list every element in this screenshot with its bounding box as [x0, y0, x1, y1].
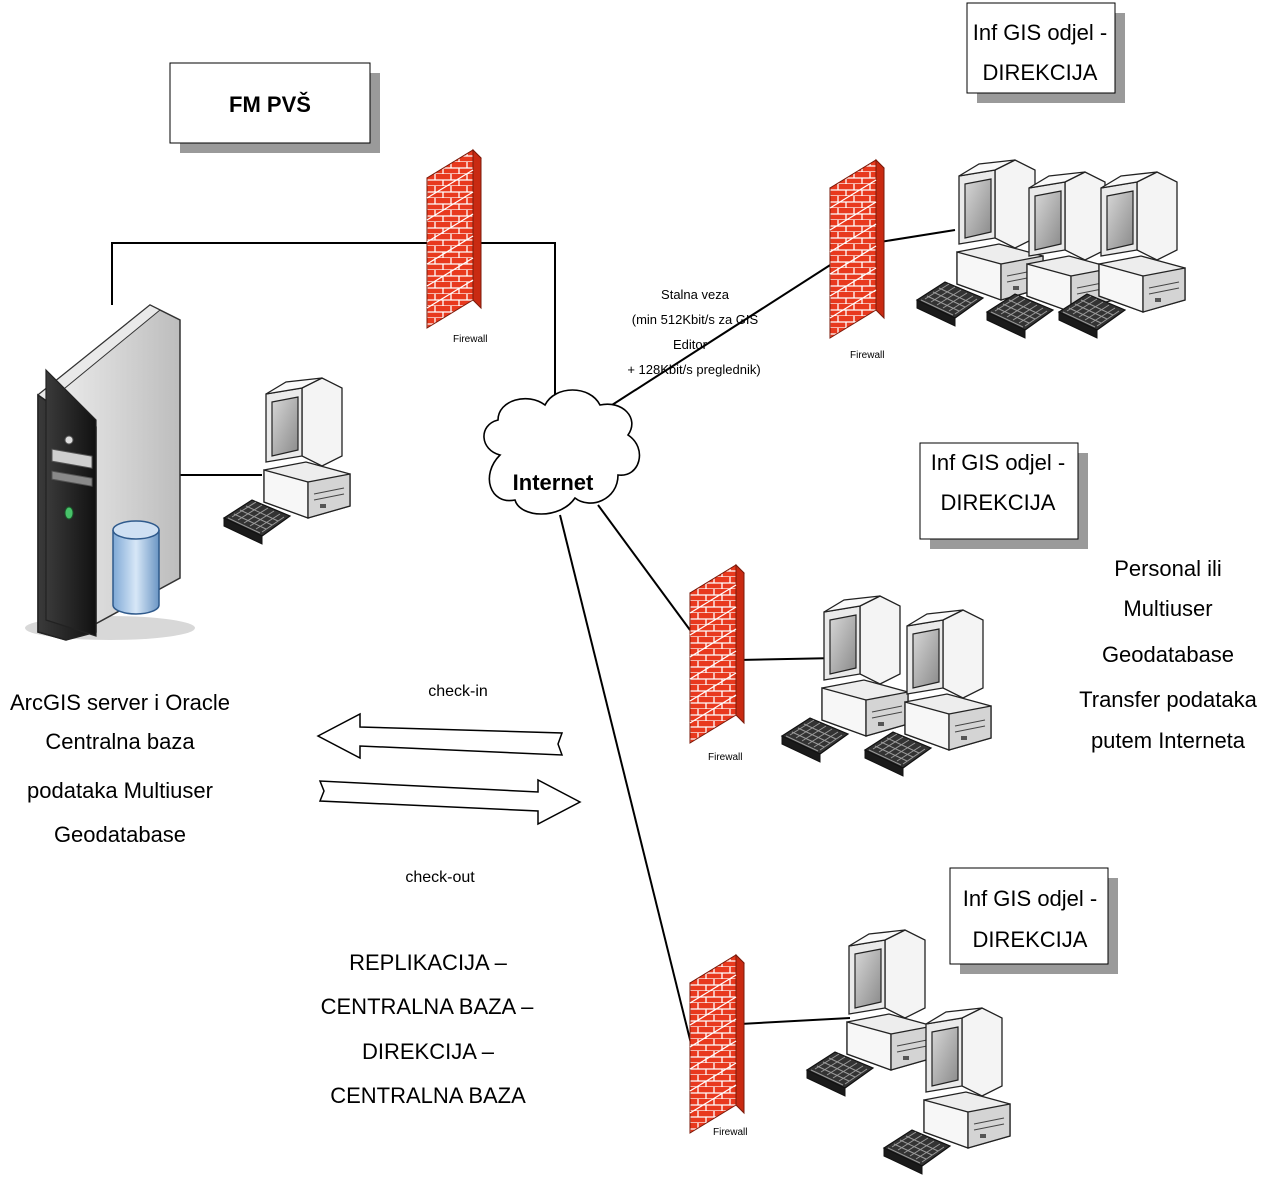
central-workstation-icon	[223, 377, 351, 545]
title-box: FM PVŠ	[169, 62, 380, 153]
site-label-line: Inf GIS odjel -	[963, 886, 1098, 911]
site-label-box: Inf GIS odjel - DIREKCIJA	[919, 442, 1088, 549]
connection-note-line: + 128Kbit/s preglednik)	[627, 362, 760, 377]
site-label-line: DIREKCIJA	[941, 490, 1056, 515]
replication-line: CENTRALNA BAZA –	[321, 994, 535, 1019]
connection-lines	[111, 229, 956, 1081]
firewall-icon	[689, 954, 745, 1134]
site-label-box: Inf GIS odjel - DIREKCIJA	[966, 2, 1125, 103]
server-icon	[25, 304, 195, 641]
side-note-line: Geodatabase	[1102, 642, 1234, 667]
site-label-line: Inf GIS odjel -	[931, 450, 1066, 475]
site-label-box: Inf GIS odjel - DIREKCIJA	[949, 867, 1118, 974]
check-in-arrow	[316, 712, 564, 760]
side-note-line: Transfer podataka	[1079, 687, 1257, 712]
site-label-line: Inf GIS odjel -	[973, 20, 1108, 45]
connection-note: Stalna veza (min 512Kbit/s za GIS Editor…	[627, 287, 760, 377]
firewall-label: Firewall	[713, 1127, 747, 1138]
replication-line: DIREKCIJA –	[362, 1039, 495, 1064]
server-caption-line: Centralna baza	[45, 729, 195, 754]
server-caption-line: podataka Multiuser	[27, 778, 213, 803]
side-note: Personal ili Multiuser Geodatabase Trans…	[1079, 556, 1257, 753]
side-note-line: putem Interneta	[1091, 728, 1246, 753]
firewall-icon	[829, 159, 885, 339]
firewall-label: Firewall	[850, 350, 884, 361]
site-label-line: DIREKCIJA	[983, 60, 1098, 85]
site-label-line: DIREKCIJA	[973, 927, 1088, 952]
database-icon	[112, 520, 160, 615]
cloud-label: Internet	[513, 470, 594, 495]
replication-line: CENTRALNA BAZA	[330, 1083, 526, 1108]
firewall-icon	[689, 564, 745, 744]
server-caption-line: ArcGIS server i Oracle	[10, 690, 230, 715]
replication-text: REPLIKACIJA – CENTRALNA BAZA – DIREKCIJA…	[321, 950, 535, 1108]
cloud-icon: Internet	[483, 389, 641, 515]
title-box-label: FM PVŠ	[229, 92, 311, 117]
check-out-label: check-out	[405, 869, 475, 886]
server-caption-line: Geodatabase	[54, 822, 186, 847]
side-note-line: Multiuser	[1123, 596, 1212, 621]
firewall-label: Firewall	[708, 752, 742, 763]
replication-line: REPLIKACIJA –	[349, 950, 508, 975]
connection-note-line: Stalna veza	[661, 287, 730, 302]
firewall-label: Firewall	[453, 334, 487, 345]
side-note-line: Personal ili	[1114, 556, 1222, 581]
server-caption: ArcGIS server i Oracle Centralna baza po…	[10, 690, 230, 847]
connection-note-line: Editor	[673, 337, 708, 352]
check-in-label: check-in	[428, 683, 488, 700]
firewall-icon	[426, 149, 482, 329]
check-out-arrow	[318, 778, 582, 826]
connection-note-line: (min 512Kbit/s za GIS	[632, 312, 759, 327]
workstation-icon	[806, 929, 934, 1097]
